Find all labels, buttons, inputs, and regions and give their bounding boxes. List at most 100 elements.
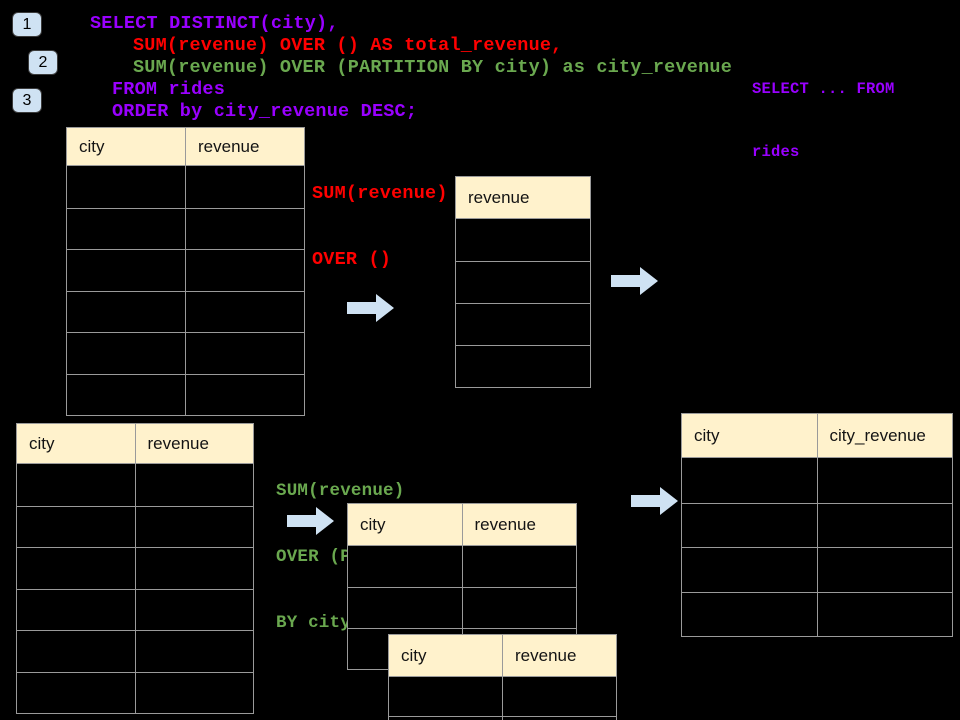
column-header-city: city <box>360 514 386 534</box>
empty-cell <box>17 464 135 506</box>
annotation-from-rides-line2: rides <box>752 143 800 161</box>
table-row <box>682 458 952 503</box>
table-rides-top: city revenue <box>66 127 305 416</box>
table-revenue-only-header: revenue <box>456 177 590 219</box>
table-row <box>67 332 304 374</box>
table-row <box>456 303 590 345</box>
empty-cell <box>134 631 254 672</box>
empty-cell <box>185 208 304 249</box>
table-row <box>682 502 952 548</box>
table-row <box>67 373 304 416</box>
empty-cell <box>134 548 254 589</box>
empty-cell <box>456 304 590 345</box>
empty-cell <box>682 548 817 592</box>
table-row <box>17 505 254 548</box>
table-row <box>456 219 590 261</box>
empty-cell <box>67 375 185 416</box>
table-partition-front: city revenue <box>388 634 617 720</box>
empty-cell <box>185 166 304 208</box>
empty-cell <box>17 507 135 548</box>
empty-cell <box>461 546 577 587</box>
column-header-revenue: revenue <box>461 504 577 545</box>
table-row <box>17 464 253 506</box>
sql-line-total-revenue: SUM(revenue) OVER () AS total_revenue, <box>133 35 563 56</box>
table-row <box>682 547 952 592</box>
table-row <box>17 630 253 672</box>
table-row <box>348 546 576 587</box>
table-row <box>67 166 304 208</box>
empty-cell <box>816 592 953 636</box>
empty-cell <box>456 346 590 387</box>
table-row <box>456 345 590 387</box>
table-row <box>67 290 304 333</box>
sql-line-select: SELECT DISTINCT(city), <box>90 13 339 34</box>
empty-cell <box>134 464 254 506</box>
empty-cell <box>17 673 135 714</box>
flow-arrow-right-4 <box>631 487 678 515</box>
empty-cell <box>67 209 185 250</box>
empty-cell <box>134 506 254 547</box>
table-row <box>17 588 254 630</box>
table-row <box>17 671 254 714</box>
empty-cell <box>461 588 577 628</box>
flow-arrow-right-3 <box>287 507 334 535</box>
empty-cell <box>185 333 304 374</box>
annotation-total-revenue-line2: OVER () <box>312 249 392 270</box>
empty-cell <box>682 593 817 637</box>
sql-line-city-revenue: SUM(revenue) OVER (PARTITION BY city) as… <box>133 57 732 78</box>
column-header-city-revenue: city_revenue <box>816 414 953 457</box>
flow-arrow-right-1 <box>347 294 394 322</box>
table-revenue-only: revenue <box>455 176 591 388</box>
empty-cell <box>67 250 185 291</box>
sql-line-order-by: ORDER by city_revenue DESC; <box>112 101 418 122</box>
step-badge-1-label: 1 <box>22 15 32 33</box>
table-row <box>389 716 616 720</box>
table-rides-bottom: city revenue <box>16 423 254 714</box>
empty-cell <box>502 717 616 720</box>
step-badge-1: 1 <box>12 12 42 37</box>
annotation-from-rides: SELECT ... FROM rides <box>752 37 895 205</box>
sql-line-from: FROM rides <box>112 79 226 100</box>
empty-cell <box>348 588 462 628</box>
empty-cell <box>456 219 590 261</box>
table-row <box>682 591 953 637</box>
annotation-from-rides-line1: SELECT ... FROM <box>752 80 895 98</box>
step-badge-3: 3 <box>12 88 42 113</box>
column-header-city: city <box>401 645 427 665</box>
table-row <box>389 677 616 716</box>
empty-cell <box>67 292 185 333</box>
table-rides-top-header: city revenue <box>67 128 304 166</box>
empty-cell <box>67 166 185 208</box>
empty-cell <box>816 458 953 503</box>
empty-cell <box>185 291 304 332</box>
empty-cell <box>682 458 817 503</box>
step-badge-2-label: 2 <box>38 53 48 71</box>
empty-cell <box>348 546 462 587</box>
empty-cell <box>682 504 817 548</box>
empty-cell <box>502 677 616 716</box>
table-partition-back-header: city revenue <box>348 504 576 546</box>
table-row <box>67 207 304 250</box>
empty-cell <box>389 677 502 716</box>
empty-cell <box>17 548 135 589</box>
column-header-revenue: revenue <box>502 635 616 676</box>
annotation-total-revenue: SUM(revenue) OVER () <box>312 139 448 315</box>
empty-cell <box>185 250 304 291</box>
table-row <box>456 261 590 303</box>
step-badge-3-label: 3 <box>22 91 32 109</box>
empty-cell <box>67 333 185 374</box>
column-header-city: city <box>694 425 720 445</box>
table-row <box>348 587 576 628</box>
table-rides-bottom-header: city revenue <box>17 424 253 464</box>
empty-cell <box>134 589 254 630</box>
annotation-total-revenue-line1: SUM(revenue) <box>312 183 448 204</box>
column-header-revenue: revenue <box>134 424 254 463</box>
annotation-partition-line1: SUM(revenue) <box>276 481 405 501</box>
table-result: city city_revenue <box>681 413 953 637</box>
empty-cell <box>134 672 254 713</box>
table-partition-front-header: city revenue <box>389 635 616 677</box>
table-row <box>67 249 304 291</box>
table-result-header: city city_revenue <box>682 414 952 458</box>
flow-arrow-right-2 <box>611 267 658 295</box>
